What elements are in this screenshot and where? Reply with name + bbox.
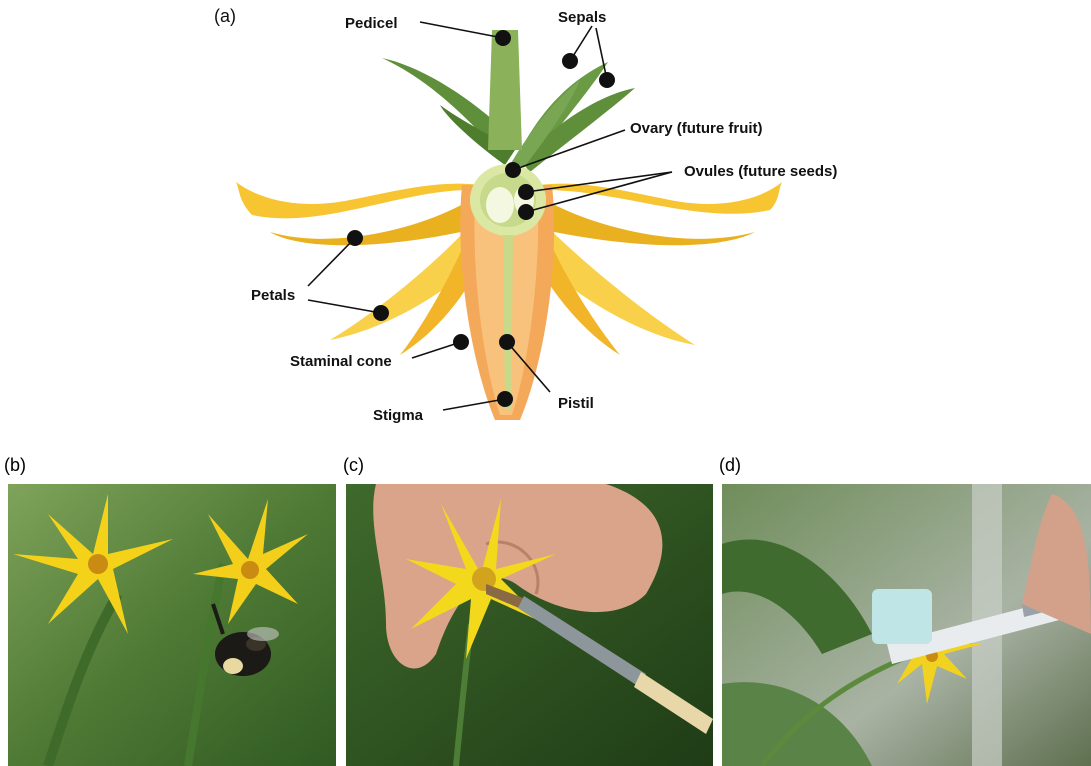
label-sepals: Sepals bbox=[558, 9, 606, 26]
marker-ovary bbox=[505, 162, 521, 178]
label-staminal-cone: Staminal cone bbox=[290, 353, 392, 370]
label-ovary: Ovary (future fruit) bbox=[630, 120, 763, 137]
panel-label-a: (a) bbox=[214, 6, 236, 26]
panel-label-b-text: (b) bbox=[4, 455, 26, 476]
marker-pistil bbox=[499, 334, 515, 350]
pedicel-shape bbox=[488, 30, 522, 150]
photo-toothbrush-pollination bbox=[722, 484, 1091, 766]
label-petals: Petals bbox=[251, 287, 295, 304]
label-ovules: Ovules (future seeds) bbox=[684, 163, 837, 180]
marker-ovule-2 bbox=[518, 204, 534, 220]
marker-sepal-1 bbox=[562, 53, 578, 69]
label-stigma: Stigma bbox=[373, 407, 424, 424]
marker-stigma bbox=[497, 391, 513, 407]
flower-diagram: (a) bbox=[0, 0, 1091, 440]
marker-staminal-cone bbox=[453, 334, 469, 350]
photo-brush-pollination bbox=[346, 484, 713, 766]
panel-label-c-text: (c) bbox=[343, 455, 364, 476]
label-pedicel: Pedicel bbox=[345, 15, 398, 32]
marker-petal-2 bbox=[373, 305, 389, 321]
marker-petal-1 bbox=[347, 230, 363, 246]
photo-bumblebee-pollination bbox=[8, 484, 336, 766]
label-pistil: Pistil bbox=[558, 395, 594, 412]
marker-sepal-2 bbox=[599, 72, 615, 88]
marker-ovule-1 bbox=[518, 184, 534, 200]
marker-pedicel bbox=[495, 30, 511, 46]
panel-label-d-text: (d) bbox=[719, 455, 741, 476]
